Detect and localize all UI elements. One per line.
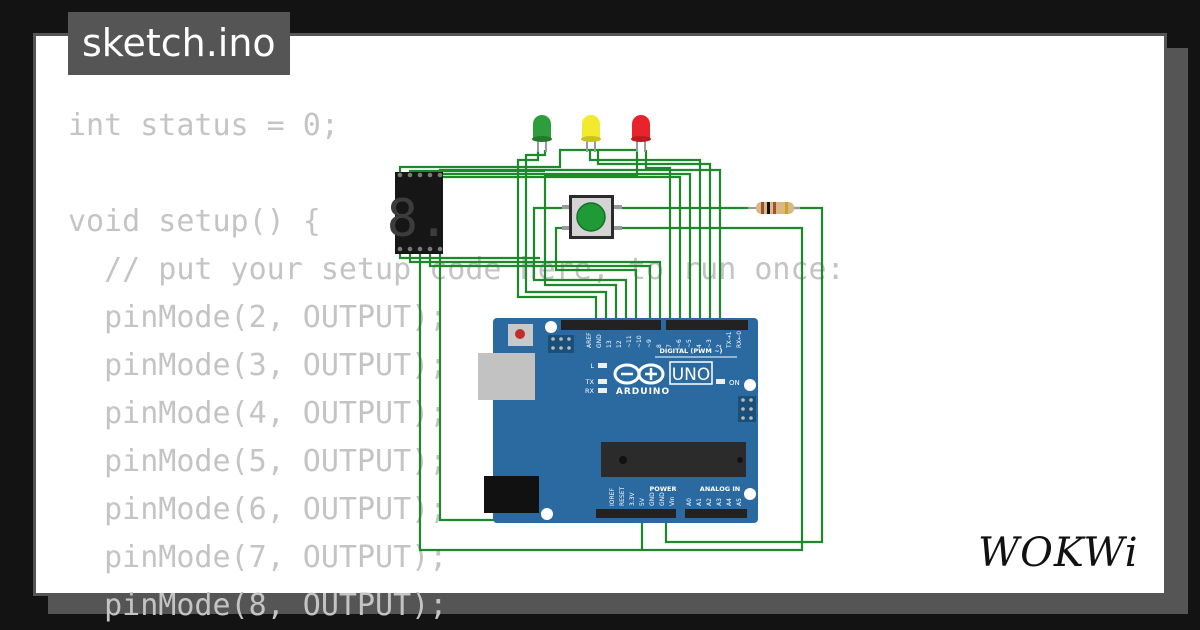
header-pin-label: RX←0: [736, 331, 743, 348]
power-pin-label: GND: [659, 492, 666, 506]
wokwi-logo: WOKWi: [978, 530, 1139, 576]
header-pin-label: ~10: [636, 335, 643, 348]
power-pin-label: 3.3V: [629, 491, 636, 506]
digital-header-left: [561, 320, 661, 330]
seven-segment-digit: 8.: [387, 189, 450, 249]
header-pin-label: ~11: [626, 335, 633, 348]
code-line: pinMode(6, OUTPUT);: [68, 492, 448, 527]
tx-led-label: TX: [585, 378, 595, 386]
pushbutton[interactable]: [562, 195, 622, 239]
digital-header-label: DIGITAL (PWM ~): [660, 347, 723, 355]
code-line: pinMode(4, OUTPUT);: [68, 396, 448, 431]
file-title-tab: sketch.ino: [68, 12, 290, 75]
power-pin-label: GND: [649, 492, 656, 506]
wokwi-logo-text: WOKWi: [978, 530, 1139, 576]
seven-segment-display: 8.: [387, 172, 450, 254]
resistor[interactable]: [748, 202, 800, 214]
code-line: pinMode(8, OUTPUT);: [68, 588, 448, 623]
header-pin-label: 12: [616, 340, 623, 348]
analog-pin-label: A2: [706, 498, 713, 506]
code-line: pinMode(3, OUTPUT);: [68, 348, 448, 383]
header-pin-label: ~3: [706, 339, 713, 348]
analog-header: [685, 509, 747, 518]
analog-pin-label: A1: [696, 498, 703, 506]
arduino-uno-board: UNO ARDUINO DIGITAL (PWM ~) L TX RX ON P…: [478, 318, 758, 523]
rx-led-label: RX: [585, 387, 595, 395]
led-green[interactable]: [532, 115, 552, 152]
analog-pin-label: A0: [686, 498, 693, 506]
board-model: UNO: [672, 365, 711, 385]
header-pin-label: TX→1: [726, 331, 733, 349]
on-led-label: ON: [729, 379, 740, 387]
code-line: pinMode(5, OUTPUT);: [68, 444, 448, 479]
header-pin-label: 4: [696, 344, 703, 348]
board-brand: ARDUINO: [616, 387, 670, 397]
power-pin-label: IOREF: [609, 488, 616, 506]
power-header: [596, 509, 676, 518]
led-yellow[interactable]: [581, 115, 601, 152]
analog-pin-label: A5: [736, 498, 743, 506]
led-red[interactable]: [631, 115, 651, 152]
arduino-logo-icon: [613, 363, 665, 385]
analog-pin-label: A3: [716, 498, 723, 506]
header-pin-label: GND: [596, 334, 603, 348]
header-pin-label: 13: [606, 340, 613, 348]
code-line: int status = 0;: [68, 108, 339, 143]
code-line: pinMode(2, OUTPUT);: [68, 300, 448, 335]
analog-label: ANALOG IN: [700, 485, 740, 493]
header-pin-label: ~5: [686, 339, 693, 348]
power-pin-label: Vin: [669, 496, 676, 506]
header-pin-label: 8: [656, 344, 663, 348]
usb-port: [478, 353, 535, 400]
power-label: POWER: [650, 485, 677, 493]
header-pin-label: 2: [716, 344, 723, 348]
digital-header-right: [666, 320, 748, 330]
header-pin-label: ~6: [676, 339, 683, 348]
power-jack: [484, 476, 539, 513]
header-pin-label: ~9: [646, 339, 653, 348]
header-pin-label: AREF: [586, 332, 593, 348]
power-pin-label: 5V: [639, 497, 646, 506]
l-led-label: L: [590, 362, 594, 370]
header-pin-label: 7: [666, 344, 673, 348]
code-line: void setup() {: [68, 204, 321, 239]
code-line: pinMode(7, OUTPUT);: [68, 540, 448, 575]
reset-button[interactable]: [508, 324, 533, 346]
analog-pin-label: A4: [726, 498, 733, 506]
power-pin-label: RESET: [619, 486, 626, 506]
